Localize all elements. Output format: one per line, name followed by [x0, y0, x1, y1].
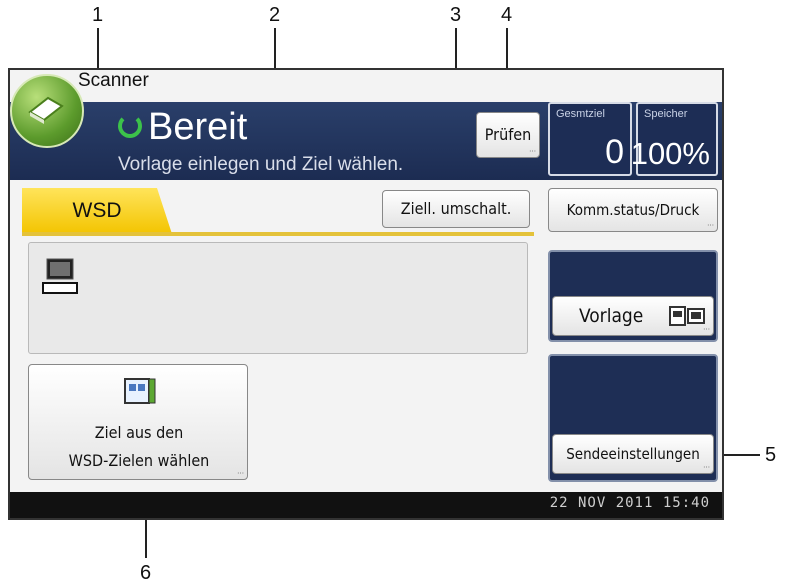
- ready-status-icon: [118, 114, 142, 138]
- scanner-logo-icon: [10, 74, 84, 148]
- original-label: Vorlage: [579, 305, 644, 327]
- original-button[interactable]: Vorlage ···: [552, 296, 714, 336]
- callout-1: 1: [92, 4, 104, 26]
- total-destinations-value: 0: [605, 133, 624, 171]
- memory-counter: Speicher 100%: [631, 102, 718, 176]
- address-book-icon: [124, 378, 156, 404]
- select-wsd-label-line2: WSD-Zielen wählen: [68, 451, 210, 470]
- comm-status-print-label: Komm.status/Druck: [566, 201, 700, 219]
- total-destinations-counter: Gesmtziel 0: [548, 102, 632, 176]
- destination-header-line: [22, 232, 534, 236]
- comm-status-print-button[interactable]: Komm.status/Druck ···: [548, 188, 718, 232]
- more-dots-icon: ···: [529, 147, 536, 156]
- tab-wsd[interactable]: WSD: [22, 188, 172, 234]
- send-settings-button[interactable]: Sendeeinstellungen ···: [552, 434, 714, 474]
- select-wsd-label-line1: Ziel aus den: [94, 423, 184, 442]
- check-button[interactable]: Prüfen ···: [476, 112, 540, 158]
- total-destinations-label: Gesmtziel: [556, 108, 605, 120]
- scanner-screen: Scanner Bereit Vorlage einlegen und Ziel…: [8, 68, 724, 520]
- switch-destination-list-label: Ziell. umschalt.: [400, 199, 512, 218]
- memory-label: Speicher: [644, 108, 688, 120]
- memory-value: 100%: [630, 136, 710, 171]
- callout-4: 4: [501, 4, 513, 26]
- app-title: Scanner: [78, 70, 149, 91]
- check-button-label: Prüfen: [484, 125, 532, 144]
- more-dots-icon: ···: [237, 469, 244, 478]
- date-time: 22 NOV 2011 15:40: [549, 495, 710, 511]
- wsd-computer-icon[interactable]: [41, 257, 79, 302]
- select-wsd-destination-button[interactable]: Ziel aus den WSD-Zielen wählen ···: [28, 364, 248, 480]
- callout-3: 3: [450, 4, 462, 26]
- callout-2: 2: [269, 4, 281, 26]
- original-duplex-icon: [669, 306, 705, 326]
- more-dots-icon: ···: [703, 463, 710, 472]
- instruction-text: Vorlage einlegen und Ziel wählen.: [118, 154, 404, 175]
- more-dots-icon: ···: [703, 325, 710, 334]
- destination-list: [28, 242, 528, 354]
- callout-5: 5: [765, 444, 777, 466]
- callout-line-5: [700, 454, 760, 456]
- callout-6: 6: [140, 562, 152, 584]
- status-text: Bereit: [148, 106, 248, 148]
- send-settings-label: Sendeeinstellungen: [566, 445, 700, 463]
- header: Scanner Bereit Vorlage einlegen und Ziel…: [10, 70, 722, 182]
- footer-bar: 22 NOV 2011 15:40: [10, 492, 722, 518]
- more-dots-icon: ···: [707, 221, 714, 230]
- switch-destination-list-button[interactable]: Ziell. umschalt.: [382, 190, 530, 228]
